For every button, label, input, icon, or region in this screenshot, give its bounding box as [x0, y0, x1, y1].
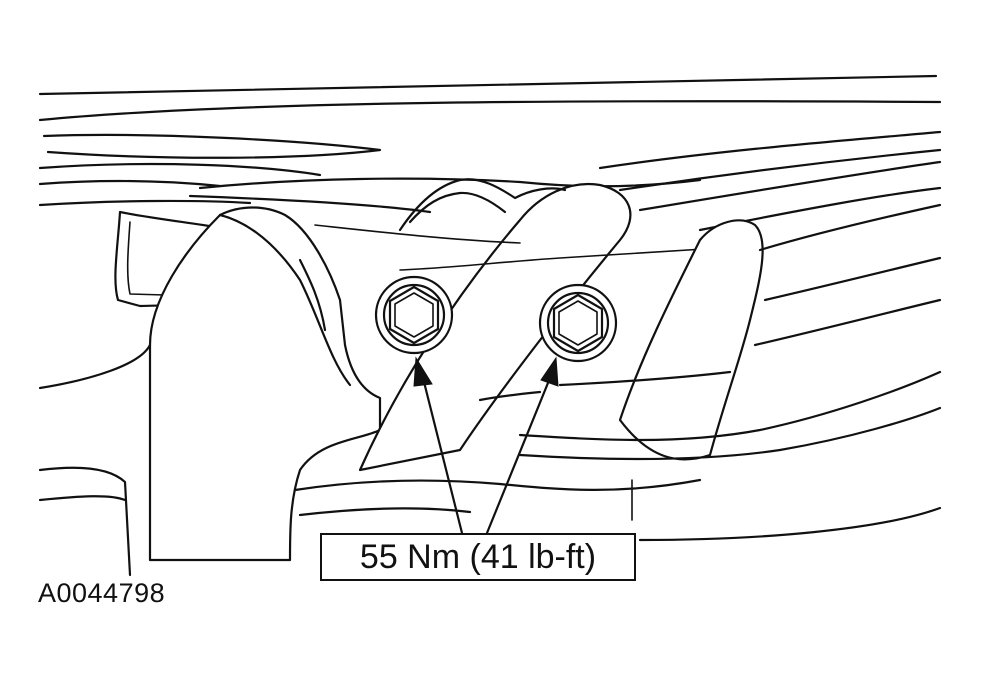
frame-rail-lines	[38, 74, 942, 232]
left-bolt	[374, 275, 454, 355]
right-bolt	[538, 283, 618, 363]
torque-spec-callout: 55 Nm (41 lb-ft)	[320, 533, 636, 581]
arrow-icon	[413, 356, 559, 535]
hex-bolt-icon	[552, 293, 604, 353]
right-mount	[518, 203, 942, 542]
torque-spec-label: 55 Nm (41 lb-ft)	[359, 537, 597, 576]
left-mount	[38, 206, 382, 577]
hex-bolt-icon	[388, 285, 440, 345]
figure-id-label: A0044798	[38, 578, 166, 608]
lower-body-lines	[38, 478, 702, 517]
